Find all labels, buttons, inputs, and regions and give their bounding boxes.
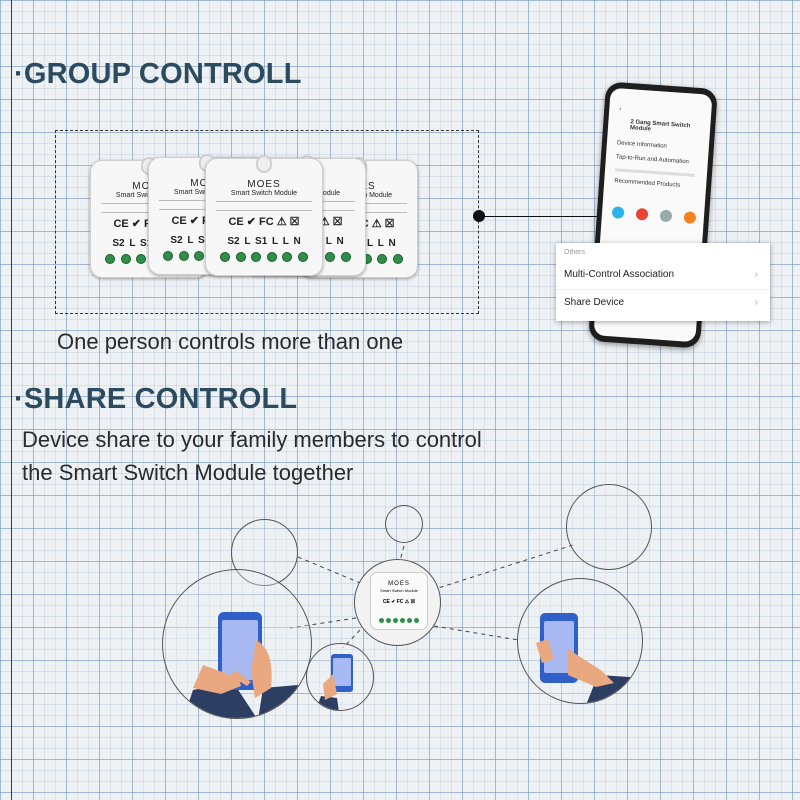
user-circle-hands-left — [162, 569, 312, 719]
hub-module-circle: MOES Smart Switch Module CE ✔ FC ⚠ ☒ — [354, 559, 441, 646]
module-terminals: S2 L S1 L L N — [227, 236, 301, 247]
chevron-right-icon: › — [754, 269, 758, 280]
hub-module-marks: CE ✔ FC ⚠ ☒ — [382, 599, 416, 605]
share-options-panel: Others Multi-Control Association › Share… — [556, 243, 770, 321]
group-control-title: GROUP CONTROLL — [23, 58, 302, 90]
module-cert-marks: CE ✔ FC ⚠ ☒ — [228, 216, 300, 228]
multi-control-association-item[interactable]: Multi-Control Association › — [564, 269, 762, 280]
share-control-title: SHARE CONTROLL — [23, 383, 298, 415]
user-circle-empty-right — [566, 484, 652, 570]
hub-module-name: Smart Switch Module — [380, 588, 418, 593]
small-hand-phone-illustration — [315, 654, 353, 710]
share-control-heading: ·SHARE CONTROLL — [14, 383, 298, 415]
module-brand: MOES — [247, 179, 281, 190]
user-circle-empty-small — [385, 505, 423, 543]
right-hand-phone-illustration — [536, 613, 638, 703]
chevron-right-icon: › — [754, 297, 758, 308]
module-pins — [220, 252, 308, 263]
share-caption-line-1: Device share to your family members to c… — [22, 427, 482, 452]
module-group-frame — [55, 130, 479, 314]
left-margin-line — [11, 0, 12, 800]
hub-module-pins — [379, 618, 419, 623]
module-name: Smart Switch Module — [230, 190, 298, 197]
group-control-caption: One person controls more than one — [57, 329, 404, 354]
share-caption-line-2: the Smart Switch Module together — [22, 460, 354, 485]
multi-control-association-label: Multi-Control Association — [564, 269, 675, 280]
share-device-label: Share Device — [564, 297, 625, 308]
user-circle-hand-middle — [306, 643, 374, 711]
others-section-label: Others — [564, 249, 586, 256]
group-connector-dot-left — [473, 210, 485, 222]
hand-holding-phone-illustration — [183, 612, 311, 718]
user-circle-hand-right — [517, 578, 643, 704]
group-control-heading: ·GROUP CONTROLL — [14, 58, 302, 90]
group-connector-line — [479, 216, 607, 217]
share-device-item[interactable]: Share Device › — [564, 297, 762, 308]
hub-module-brand: MOES — [388, 581, 410, 587]
